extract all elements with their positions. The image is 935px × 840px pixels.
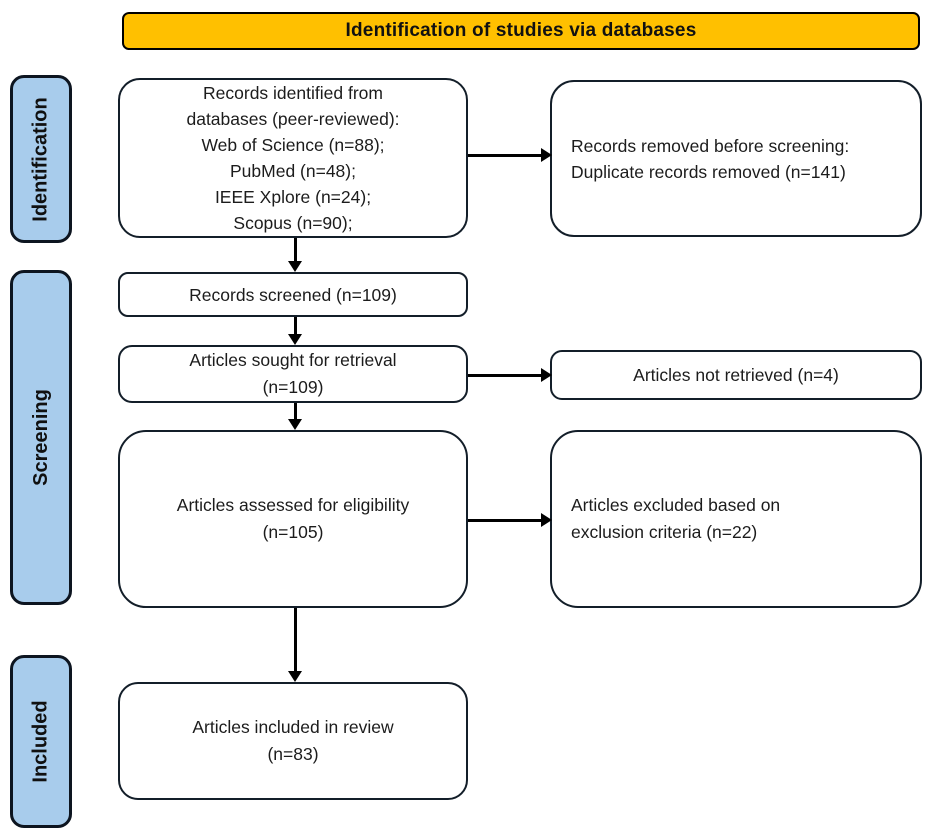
arrow-assessed-to-excluded xyxy=(468,512,552,528)
box-text-line: Scopus (n=90); xyxy=(233,213,353,233)
arrow-shaft xyxy=(293,317,297,336)
box-text-line: Articles not retrieved (n=4) xyxy=(633,365,839,385)
box-text-line: exclusion criteria (n=22) xyxy=(571,522,758,542)
box-articles-included: Articles included in review (n=83) xyxy=(118,682,468,800)
box-text-line: Articles assessed for eligibility xyxy=(176,495,410,515)
box-text-line: Records removed before screening: xyxy=(571,135,850,156)
box-articles-excluded: Articles excluded based on exclusion cri… xyxy=(550,430,922,608)
stage-label-included: Included xyxy=(10,655,72,828)
stage-label-text: Identification xyxy=(29,96,52,222)
box-text-line: Articles excluded based on xyxy=(571,495,781,515)
arrow-down-icon xyxy=(288,671,302,682)
arrow-shaft xyxy=(468,518,543,522)
arrow-right-icon xyxy=(541,368,552,382)
arrow-down-icon xyxy=(288,261,302,272)
arrow-shaft xyxy=(293,608,297,673)
stage-label-screening: Screening xyxy=(10,270,72,605)
stage-label-text: Screening xyxy=(29,389,52,486)
box-articles-sought: Articles sought for retrieval (n=109) xyxy=(118,345,468,403)
arrow-down-icon xyxy=(288,419,302,430)
box-text-line: PubMed (n=48); xyxy=(230,161,356,181)
box-records-screened: Records screened (n=109) xyxy=(118,272,468,317)
stage-label-identification: Identification xyxy=(10,75,72,243)
box-text-line: Duplicate records removed (n=141) xyxy=(571,161,846,182)
diagram-title: Identification of studies via databases xyxy=(122,12,920,50)
arrow-shaft xyxy=(293,238,297,263)
arrow-right-icon xyxy=(541,148,552,162)
arrow-sought-to-not-retrieved xyxy=(468,367,552,383)
stage-label-text: Included xyxy=(29,700,52,783)
arrow-down-icon xyxy=(288,334,302,345)
arrow-assessed-to-included xyxy=(287,608,303,682)
box-text-line: (n=105) xyxy=(262,522,324,542)
arrow-right-icon xyxy=(541,513,552,527)
arrow-sought-to-assessed xyxy=(287,403,303,430)
box-text-line: (n=109) xyxy=(262,377,324,397)
box-records-identified: Records identified from databases (peer-… xyxy=(118,78,468,238)
arrow-shaft xyxy=(468,153,543,157)
box-records-removed: Records removed before screening: Duplic… xyxy=(550,80,922,237)
arrow-identified-to-removed xyxy=(468,147,552,163)
arrow-shaft xyxy=(293,403,297,421)
arrow-identified-to-screened xyxy=(287,238,303,272)
box-articles-assessed: Articles assessed for eligibility (n=105… xyxy=(118,430,468,608)
arrow-screened-to-sought xyxy=(287,317,303,345)
box-articles-not-retrieved: Articles not retrieved (n=4) xyxy=(550,350,922,400)
box-text-line: Articles included in review xyxy=(192,717,394,737)
box-text-line: Records identified from xyxy=(203,83,383,103)
box-text-line: Records screened (n=109) xyxy=(189,284,397,305)
box-text-line: databases (peer-reviewed): xyxy=(186,109,400,129)
box-text-line: Web of Science (n=88); xyxy=(201,135,385,155)
box-text-line: (n=83) xyxy=(267,744,319,764)
box-text-line: IEEE Xplore (n=24); xyxy=(214,187,372,207)
box-text-line: Articles sought for retrieval xyxy=(189,350,397,370)
arrow-shaft xyxy=(468,373,543,377)
